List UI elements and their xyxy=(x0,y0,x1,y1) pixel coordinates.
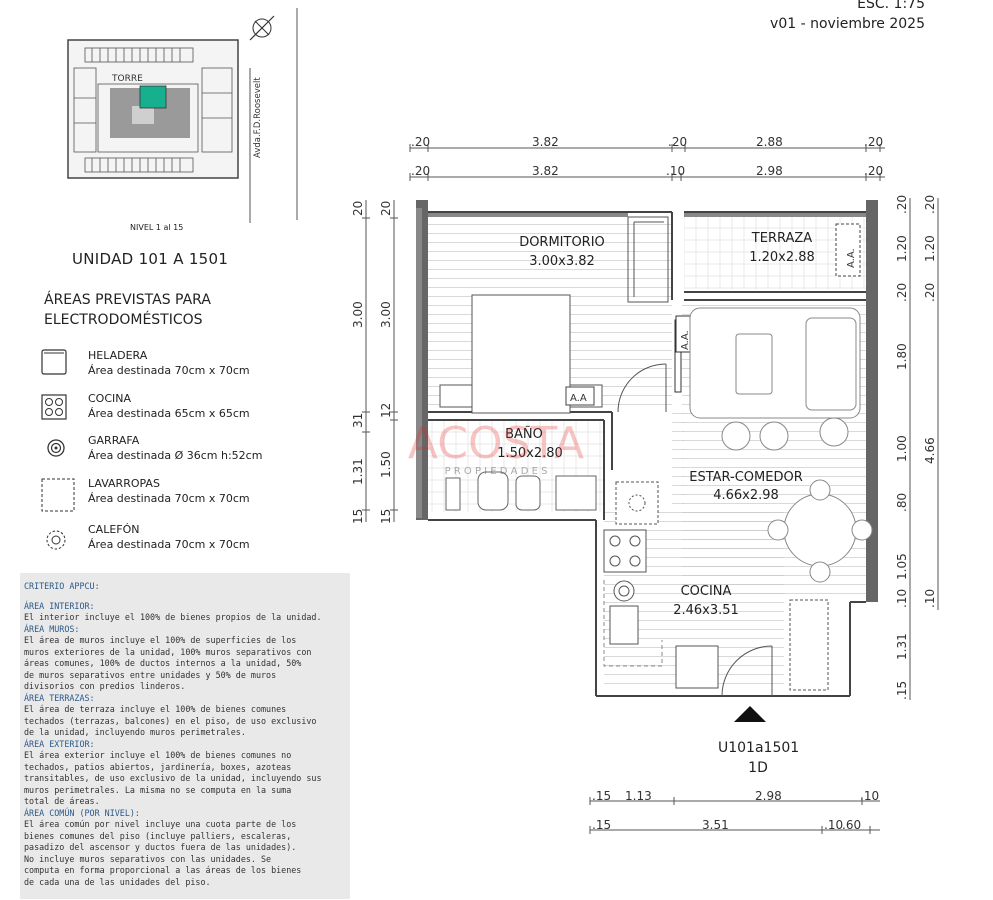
aa-dorm-label: A.A xyxy=(570,393,587,404)
room-estar-dims: 4.66x2.98 xyxy=(713,488,779,503)
dim-left2-3: 1.50 xyxy=(379,451,393,478)
room-cocina-dims: 2.46x3.51 xyxy=(673,603,739,618)
sofa xyxy=(689,307,861,451)
dim-bottom1-0: .15 xyxy=(592,789,611,803)
fridge-icon xyxy=(41,349,67,375)
wall-right xyxy=(866,200,878,602)
dim-top2-4: .20 xyxy=(864,164,883,178)
dim-bottom2-2: .10 xyxy=(824,818,843,832)
dim-top2-3: 2.98 xyxy=(756,164,783,178)
key-plan: TORRE Avda.F.D.Roosevelt xyxy=(67,8,298,223)
dim-right1-6: 1.05 xyxy=(895,553,909,580)
dim-left1-0: 20 xyxy=(351,201,365,216)
dim-bottom2-0: .15 xyxy=(592,818,611,832)
appliances-title: ÁREAS PREVISTAS PARA ELECTRODOMÉSTICOS xyxy=(44,292,211,328)
dim-right1-5: .80 xyxy=(895,493,909,512)
dim-left1-4: 15 xyxy=(351,509,365,524)
dim-top1-3: 2.88 xyxy=(756,135,783,149)
aa-terrace-label: A.A. xyxy=(846,248,857,268)
room-bano-dims: 1.50x2.80 xyxy=(497,446,563,461)
dim-right1-3: 1.80 xyxy=(895,343,909,370)
stove-icon xyxy=(41,394,67,420)
dim-left2-1: 3.00 xyxy=(379,301,393,328)
doors xyxy=(617,363,773,697)
top-dimension-line-1 xyxy=(409,144,885,152)
dining-table xyxy=(767,479,873,583)
washer-icon xyxy=(41,478,75,512)
dim-left2-2: 12 xyxy=(379,403,393,418)
scale-label: ESC. 1:75 xyxy=(857,0,925,12)
dim-bottom1-2: 2.98 xyxy=(755,789,782,803)
dim-right2-2: .20 xyxy=(923,283,937,302)
north-icon xyxy=(249,15,275,41)
dim-bottom1-3: .10 xyxy=(860,789,879,803)
dim-top2-2: .10 xyxy=(666,164,685,178)
dim-top1-4: .20 xyxy=(864,135,883,149)
room-bano-name: BAÑO xyxy=(505,426,543,442)
dim-left1-3: 1.31 xyxy=(351,458,365,485)
unit-title: UNIDAD 101 A 1501 xyxy=(72,250,229,268)
dim-top1-0: .20 xyxy=(411,135,430,149)
dim-right1-0: .20 xyxy=(895,195,909,214)
top-dimension-line-2 xyxy=(409,173,885,181)
level-label: NIVEL 1 al 15 xyxy=(130,223,184,232)
room-estar-name: ESTAR-COMEDOR xyxy=(689,470,803,485)
aa-wall-label: A.A. xyxy=(680,330,691,350)
unit-code: U101a1501 1D xyxy=(718,740,800,776)
room-dormitorio-name: DORMITORIO xyxy=(519,235,605,250)
entrance-arrow-icon xyxy=(734,706,766,722)
dim-right1-2: .20 xyxy=(895,283,909,302)
version-label: v01 - noviembre 2025 xyxy=(770,16,925,32)
dim-right1-7: .10 xyxy=(895,589,909,608)
watermark-brand: ACOSTA xyxy=(408,418,584,469)
dim-bottom1-1: 1.13 xyxy=(625,789,652,803)
dim-right1-1: 1.20 xyxy=(895,235,909,262)
dim-right2-4: .10 xyxy=(923,589,937,608)
dim-bottom2-3: .60 xyxy=(842,818,861,832)
dim-top2-0: .20 xyxy=(411,164,430,178)
dim-right2-1: 1.20 xyxy=(923,235,937,262)
water-heater-icon xyxy=(46,530,66,550)
dim-top2-1: 3.82 xyxy=(532,164,559,178)
dim-left1-1: 3.00 xyxy=(351,301,365,328)
dim-right1-8: 1.31 xyxy=(895,633,909,660)
closet xyxy=(627,216,669,303)
street-label: Avda.F.D.Roosevelt xyxy=(253,77,263,158)
dim-right1-9: .15 xyxy=(895,681,909,700)
bathroom-fixtures xyxy=(445,471,597,511)
room-terraza-dims: 1.20x2.88 xyxy=(749,250,815,265)
dim-left2-0: 20 xyxy=(379,201,393,216)
dim-top1-1: 3.82 xyxy=(532,135,559,149)
room-cocina-name: COCINA xyxy=(681,584,732,599)
dim-left1-2: 31 xyxy=(351,413,365,428)
gas-cylinder-icon xyxy=(47,439,65,457)
watermark-sub: P R O P I E D A D E S xyxy=(445,466,548,477)
dim-right2-0: .20 xyxy=(923,195,937,214)
dim-bottom2-1: 3.51 xyxy=(702,818,729,832)
dim-left2-4: 15 xyxy=(379,509,393,524)
dim-right2-3: 4.66 xyxy=(923,437,937,464)
walls xyxy=(428,211,866,697)
kitchen-fixtures xyxy=(603,481,829,691)
tower-label: TORRE xyxy=(111,74,143,84)
dim-top1-2: .20 xyxy=(668,135,687,149)
dim-right1-4: 1.00 xyxy=(895,435,909,462)
criteria-box: CRITERIO APPCU: ÁREA INTERIOR: El interi… xyxy=(20,573,350,899)
room-terraza-name: TERRAZA xyxy=(751,231,812,246)
room-dormitorio-dims: 3.00x3.82 xyxy=(529,254,595,269)
